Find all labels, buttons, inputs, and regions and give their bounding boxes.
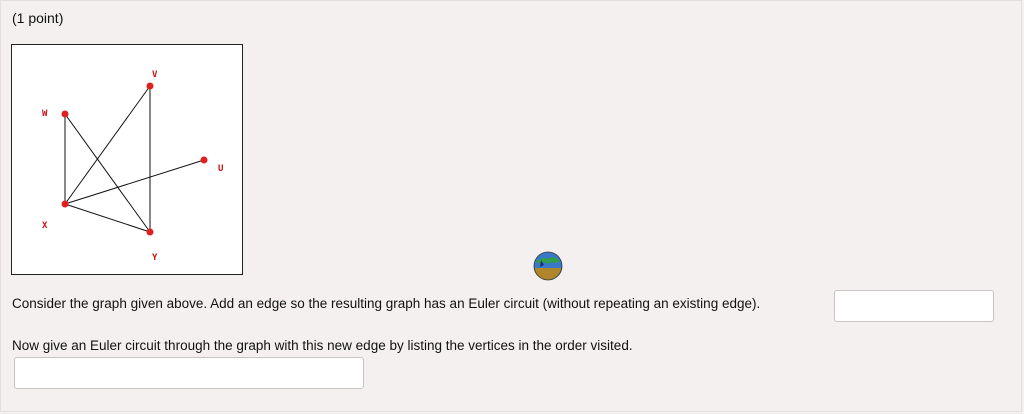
question-1: Consider the graph given above. Add an e…	[12, 296, 761, 311]
vertex-label-v: V	[152, 70, 158, 80]
edge-x-y	[64, 203, 151, 233]
edge-w-y	[64, 113, 151, 233]
question-2: Now give an Euler circuit through the gr…	[12, 338, 633, 353]
globe-icon[interactable]	[532, 250, 564, 282]
vertex-u	[200, 156, 208, 164]
vertex-label-u: U	[218, 164, 223, 174]
graph-figure: V W U X Y	[11, 44, 243, 275]
vertex-v	[146, 82, 154, 90]
points-label: (1 point)	[12, 10, 64, 26]
answer-1-input[interactable]	[834, 290, 994, 322]
edge-v-x	[64, 85, 151, 205]
vertex-x	[61, 200, 69, 208]
edge-x-u	[64, 159, 205, 205]
vertex-label-x: X	[42, 221, 48, 231]
vertex-label-w: W	[42, 109, 48, 119]
vertex-y	[146, 228, 154, 236]
answer-2-input[interactable]	[14, 357, 364, 389]
vertex-w	[61, 110, 69, 118]
vertex-label-y: Y	[152, 253, 158, 263]
